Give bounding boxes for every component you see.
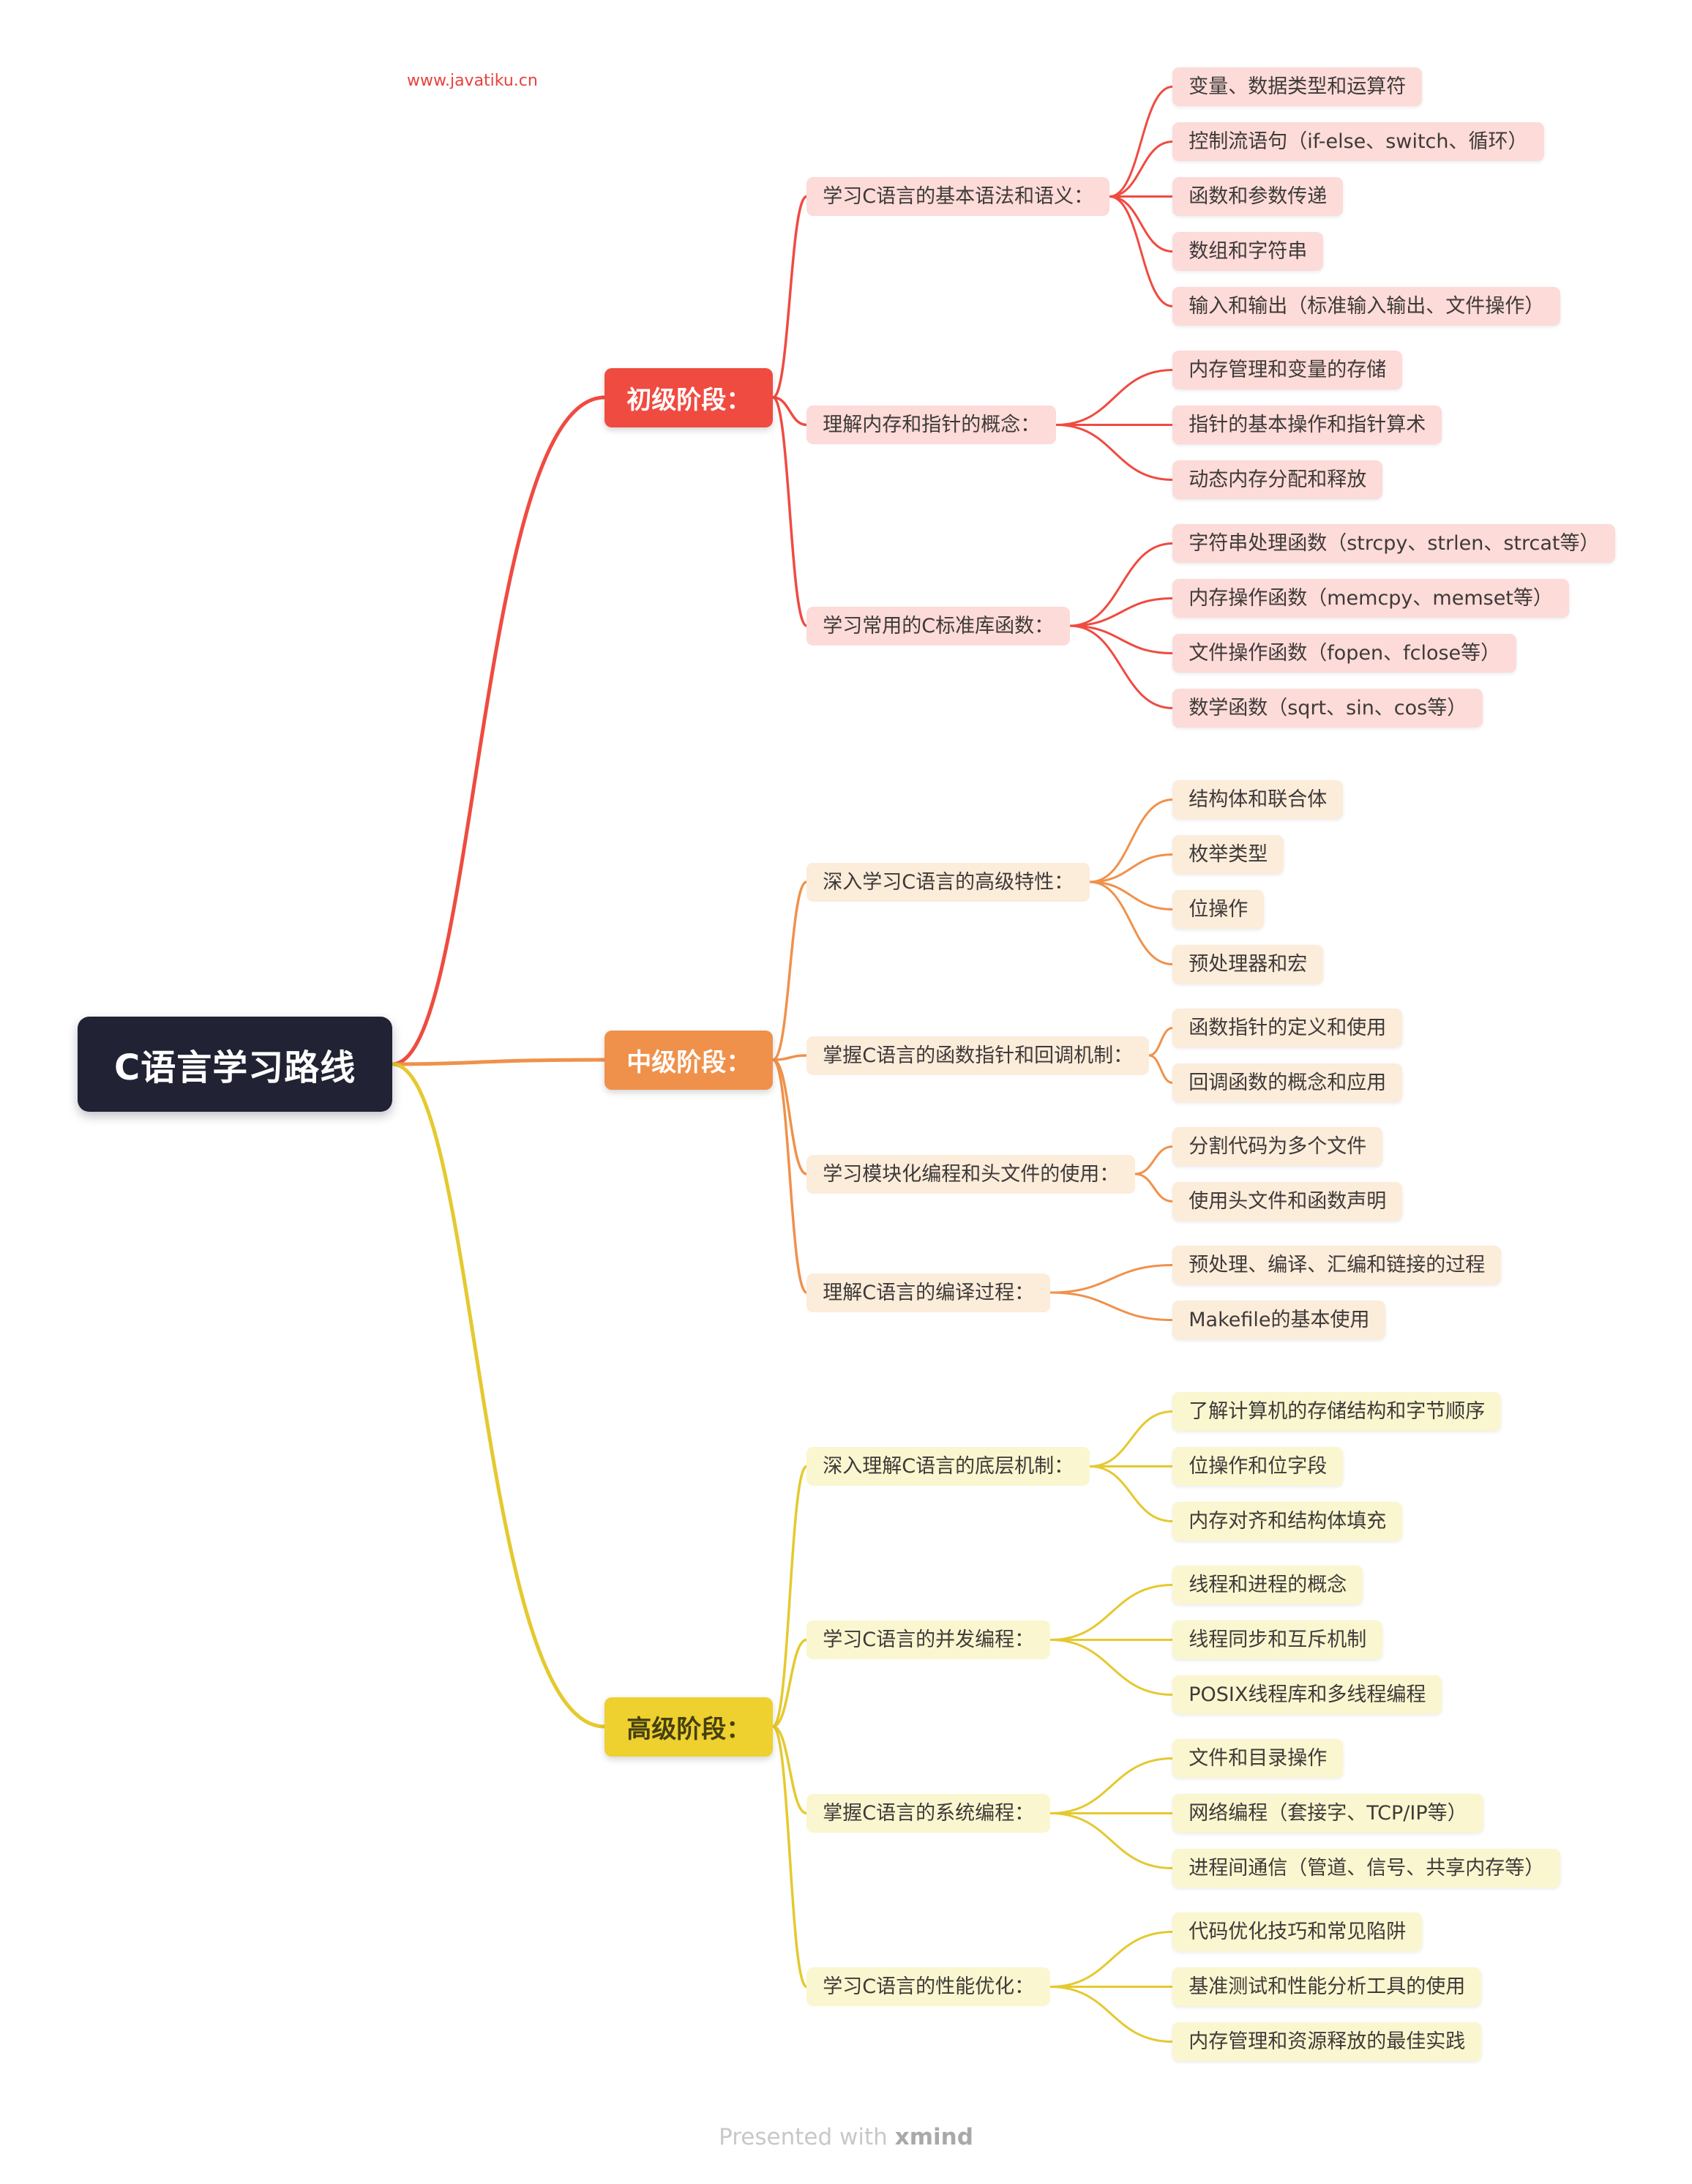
- topic-cell: 理解C语言的编译过程：: [806, 1273, 1172, 1312]
- topic-cell: 深入理解C语言的底层机制：: [806, 1447, 1172, 1486]
- subtopic-node[interactable]: 变量、数据类型和运算符: [1172, 67, 1423, 106]
- subtopics-column: 代码优化技巧和常见陷阱基准测试和性能分析工具的使用内存管理和资源释放的最佳实践: [1172, 1912, 1482, 2061]
- subtopic-node[interactable]: 文件和目录操作: [1172, 1739, 1344, 1778]
- subtopic-node[interactable]: 函数和参数传递: [1172, 177, 1344, 216]
- topic-group: 学习C语言的基本语法和语义： 变量、数据类型和运算符控制流语句（if-else、s…: [806, 67, 1615, 326]
- topic-group: 学习C语言的性能优化： 代码优化技巧和常见陷阱基准测试和性能分析工具的使用内存管理…: [806, 1912, 1560, 2061]
- subtopic-node[interactable]: 分割代码为多个文件: [1172, 1127, 1383, 1166]
- subtopics-column: 了解计算机的存储结构和字节顺序位操作和位字段内存对齐和结构体填充: [1172, 1392, 1502, 1541]
- subtopic-node[interactable]: 输入和输出（标准输入输出、文件操作）: [1172, 287, 1561, 326]
- subtopics-column: 变量、数据类型和运算符控制流语句（if-else、switch、循环） 函数和参数…: [1172, 67, 1561, 326]
- topic-cell: 学习常用的C标准库函数：: [806, 606, 1172, 646]
- subtopic-node[interactable]: 数组和字符串: [1172, 232, 1324, 271]
- topic-node[interactable]: 学习C语言的并发编程：: [806, 1620, 1051, 1659]
- branch-node-beginner[interactable]: 初级阶段：: [604, 367, 774, 427]
- subtopics-column: 字符串处理函数（strcpy、strlen、strcat等） 内存操作函数（mem…: [1172, 524, 1616, 728]
- subtopic-node[interactable]: 内存管理和资源释放的最佳实践: [1172, 2022, 1482, 2061]
- topic-group: 学习C语言的并发编程： 线程和进程的概念线程同步和互斥机制 POSIX线程库和多线程…: [806, 1566, 1560, 1714]
- footer-presented-text: Presented with: [719, 2124, 888, 2150]
- subtopic-node[interactable]: 位操作和位字段: [1172, 1447, 1344, 1486]
- subtopic-node[interactable]: 回调函数的概念和应用: [1172, 1063, 1403, 1102]
- topic-group: 学习常用的C标准库函数： 字符串处理函数（strcpy、strlen、strcat…: [806, 524, 1616, 728]
- subtopic-node[interactable]: POSIX线程库和多线程编程: [1172, 1675, 1442, 1714]
- topic-cell: 学习C语言的性能优化：: [806, 1967, 1172, 2006]
- topic-group: 学习模块化编程和头文件的使用： 分割代码为多个文件使用头文件和函数声明: [806, 1127, 1501, 1221]
- subtopic-node[interactable]: 控制流语句（if-else、switch、循环）: [1172, 122, 1544, 161]
- branch-node-advanced[interactable]: 高级阶段：: [604, 1697, 774, 1757]
- subtopics-column: 文件和目录操作网络编程（套接字、TCP/IP等） 进程间通信（管道、信号、共享内存…: [1172, 1739, 1561, 1888]
- subtopic-node[interactable]: 预处理、编译、汇编和链接的过程: [1172, 1246, 1502, 1284]
- subtopic-node[interactable]: 基准测试和性能分析工具的使用: [1172, 1967, 1482, 2006]
- topic-group: 理解C语言的编译过程： 预处理、编译、汇编和链接的过程 Makefile的基本使用: [806, 1246, 1502, 1339]
- topics-column: 深入学习C语言的高级特性： 结构体和联合体枚举类型位操作预处理器和宏掌握C语言的函…: [806, 780, 1502, 1339]
- subtopic-node[interactable]: 进程间通信（管道、信号、共享内存等）: [1172, 1849, 1561, 1888]
- topic-group: 深入学习C语言的高级特性： 结构体和联合体枚举类型位操作预处理器和宏: [806, 780, 1501, 984]
- subtopic-node[interactable]: 结构体和联合体: [1172, 780, 1344, 819]
- subtopic-node[interactable]: 枚举类型: [1172, 835, 1284, 874]
- topic-cell: 学习C语言的基本语法和语义：: [806, 177, 1172, 216]
- subtopics-column: 结构体和联合体枚举类型位操作预处理器和宏: [1172, 780, 1344, 984]
- subtopics-column: 预处理、编译、汇编和链接的过程 Makefile的基本使用: [1172, 1246, 1502, 1339]
- subtopic-node[interactable]: 了解计算机的存储结构和字节顺序: [1172, 1392, 1502, 1431]
- footer-xmind-brand: xmind: [894, 2124, 973, 2150]
- topic-group: 理解内存和指针的概念： 内存管理和变量的存储指针的基本操作和指针算术动态内存分配和…: [806, 351, 1615, 499]
- branch-group-beginner: 初级阶段： 学习C语言的基本语法和语义： 变量、数据类型和运算符控制流语句（if-e…: [604, 67, 1616, 728]
- mindmap: C语言学习路线 初级阶段： 学习C语言的基本语法和语义： 变量、数据类型和运算符控制流…: [78, 67, 1616, 2061]
- topics-column: 学习C语言的基本语法和语义： 变量、数据类型和运算符控制流语句（if-else、s…: [806, 67, 1616, 728]
- subtopic-node[interactable]: 内存操作函数（memcpy、memset等）: [1172, 579, 1569, 618]
- topic-cell: 掌握C语言的系统编程：: [806, 1794, 1172, 1833]
- topic-node[interactable]: 理解C语言的编译过程：: [806, 1273, 1051, 1312]
- topic-group: 深入理解C语言的底层机制： 了解计算机的存储结构和字节顺序位操作和位字段内存对齐和…: [806, 1392, 1560, 1541]
- subtopic-node[interactable]: 位操作: [1172, 890, 1265, 929]
- subtopic-node[interactable]: 动态内存分配和释放: [1172, 460, 1383, 499]
- topic-cell: 理解内存和指针的概念：: [806, 405, 1172, 444]
- branch-group-advanced: 高级阶段： 深入理解C语言的底层机制： 了解计算机的存储结构和字节顺序位操作和位字段…: [604, 1392, 1615, 2061]
- root-topic[interactable]: C语言学习路线: [78, 1017, 393, 1112]
- subtopic-node[interactable]: 内存对齐和结构体填充: [1172, 1502, 1403, 1541]
- topic-node[interactable]: 理解内存和指针的概念：: [806, 405, 1057, 444]
- branch-group-intermediate: 中级阶段： 深入学习C语言的高级特性： 结构体和联合体枚举类型位操作预处理器和宏掌握…: [604, 780, 1615, 1339]
- topic-node[interactable]: 学习C语言的基本语法和语义：: [806, 177, 1110, 216]
- subtopics-column: 分割代码为多个文件使用头文件和函数声明: [1172, 1127, 1403, 1221]
- topic-node[interactable]: 学习模块化编程和头文件的使用：: [806, 1154, 1136, 1194]
- branch-node-intermediate[interactable]: 中级阶段：: [604, 1030, 774, 1090]
- subtopics-column: 线程和进程的概念线程同步和互斥机制 POSIX线程库和多线程编程: [1172, 1566, 1442, 1714]
- topic-group: 掌握C语言的系统编程： 文件和目录操作网络编程（套接字、TCP/IP等） 进程间通信…: [806, 1739, 1561, 1888]
- subtopic-node[interactable]: 线程和进程的概念: [1172, 1566, 1363, 1604]
- subtopic-node[interactable]: 预处理器和宏: [1172, 945, 1324, 984]
- topic-node[interactable]: 掌握C语言的系统编程：: [806, 1794, 1051, 1833]
- subtopic-node[interactable]: 函数指针的定义和使用: [1172, 1009, 1403, 1047]
- topic-node[interactable]: 深入理解C语言的底层机制：: [806, 1447, 1090, 1486]
- subtopic-node[interactable]: 使用头文件和函数声明: [1172, 1182, 1403, 1221]
- subtopic-node[interactable]: 字符串处理函数（strcpy、strlen、strcat等）: [1172, 524, 1616, 563]
- watermark-link[interactable]: www.javatiku.cn: [407, 72, 538, 90]
- topic-cell: 掌握C语言的函数指针和回调机制：: [806, 1036, 1172, 1075]
- topic-cell: 学习C语言的并发编程：: [806, 1620, 1172, 1659]
- topic-node[interactable]: 学习C语言的性能优化：: [806, 1967, 1051, 2006]
- subtopic-node[interactable]: 线程同步和互斥机制: [1172, 1620, 1383, 1659]
- topic-node[interactable]: 掌握C语言的函数指针和回调机制：: [806, 1036, 1150, 1075]
- topic-node[interactable]: 深入学习C语言的高级特性：: [806, 862, 1090, 902]
- topic-cell: 学习模块化编程和头文件的使用：: [806, 1154, 1172, 1194]
- subtopic-node[interactable]: 文件操作函数（fopen、fclose等）: [1172, 634, 1517, 673]
- subtopic-node[interactable]: Makefile的基本使用: [1172, 1301, 1386, 1339]
- topic-node[interactable]: 学习常用的C标准库函数：: [806, 606, 1071, 646]
- subtopic-node[interactable]: 网络编程（套接字、TCP/IP等）: [1172, 1794, 1483, 1833]
- subtopic-node[interactable]: 数学函数（sqrt、sin、cos等）: [1172, 689, 1483, 728]
- subtopic-node[interactable]: 内存管理和变量的存储: [1172, 351, 1403, 389]
- subtopic-node[interactable]: 代码优化技巧和常见陷阱: [1172, 1912, 1423, 1951]
- branches-column: 初级阶段： 学习C语言的基本语法和语义： 变量、数据类型和运算符控制流语句（if-e…: [604, 67, 1616, 2061]
- topics-column: 深入理解C语言的底层机制： 了解计算机的存储结构和字节顺序位操作和位字段内存对齐和…: [806, 1392, 1561, 2061]
- subtopic-node[interactable]: 指针的基本操作和指针算术: [1172, 405, 1442, 444]
- subtopics-column: 函数指针的定义和使用回调函数的概念和应用: [1172, 1009, 1403, 1102]
- topic-cell: 深入学习C语言的高级特性：: [806, 862, 1172, 902]
- subtopics-column: 内存管理和变量的存储指针的基本操作和指针算术动态内存分配和释放: [1172, 351, 1442, 499]
- topic-group: 掌握C语言的函数指针和回调机制： 函数指针的定义和使用回调函数的概念和应用: [806, 1009, 1501, 1102]
